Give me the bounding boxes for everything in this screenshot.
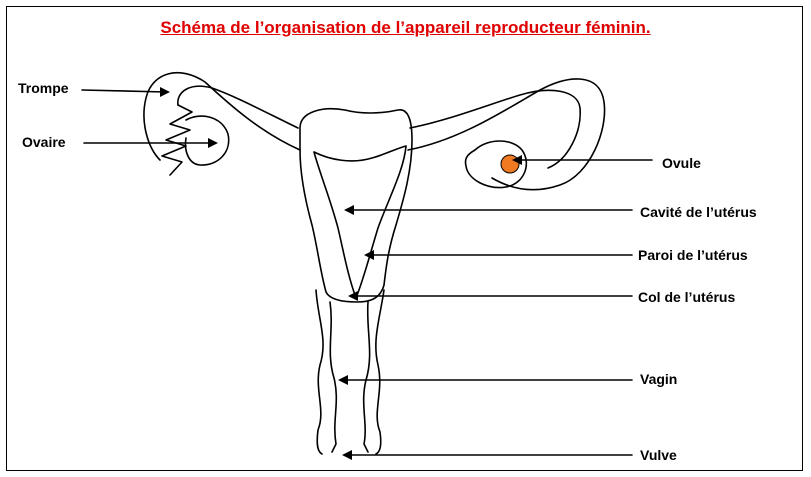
- label-vulve: Vulve: [640, 447, 677, 463]
- label-vagin: Vagin: [640, 371, 677, 387]
- left-fimbriae: [162, 105, 192, 175]
- vagina-left-wall: [316, 290, 323, 454]
- vagina-inner-right: [364, 302, 370, 452]
- uterine-cavity: [314, 146, 406, 298]
- right-tube-outer: [408, 79, 605, 190]
- label-col: Col de l’utérus: [638, 289, 735, 305]
- right-tube-inner: [410, 90, 580, 168]
- label-trompe: Trompe: [18, 80, 69, 96]
- ovule-cell: [501, 155, 519, 173]
- vagina-right-wall: [376, 290, 384, 454]
- vagina-inner-left: [330, 302, 336, 452]
- left-tube-outer: [144, 73, 300, 160]
- label-ovaire: Ovaire: [22, 134, 66, 150]
- left-ovary: [186, 116, 229, 165]
- uterus-outer: [300, 109, 412, 302]
- label-paroi: Paroi de l’utérus: [638, 247, 748, 263]
- label-ovule: Ovule: [662, 155, 701, 171]
- left-tube-inner: [178, 86, 298, 128]
- label-cavite: Cavité de l’utérus: [640, 204, 757, 220]
